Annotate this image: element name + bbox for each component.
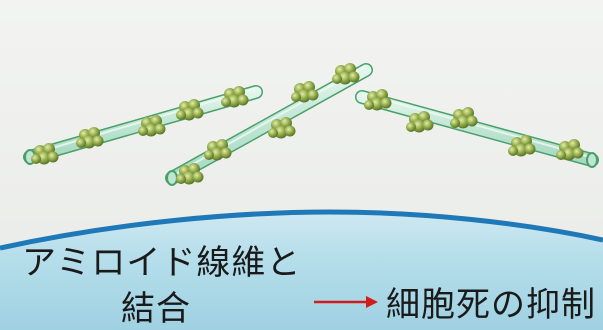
cell-death-suppression-label: 細胞死の抑制 xyxy=(386,288,596,322)
binding-label-line1: アミロイド線維と xyxy=(22,246,301,280)
binding-label-line2: 結合 xyxy=(121,292,191,326)
